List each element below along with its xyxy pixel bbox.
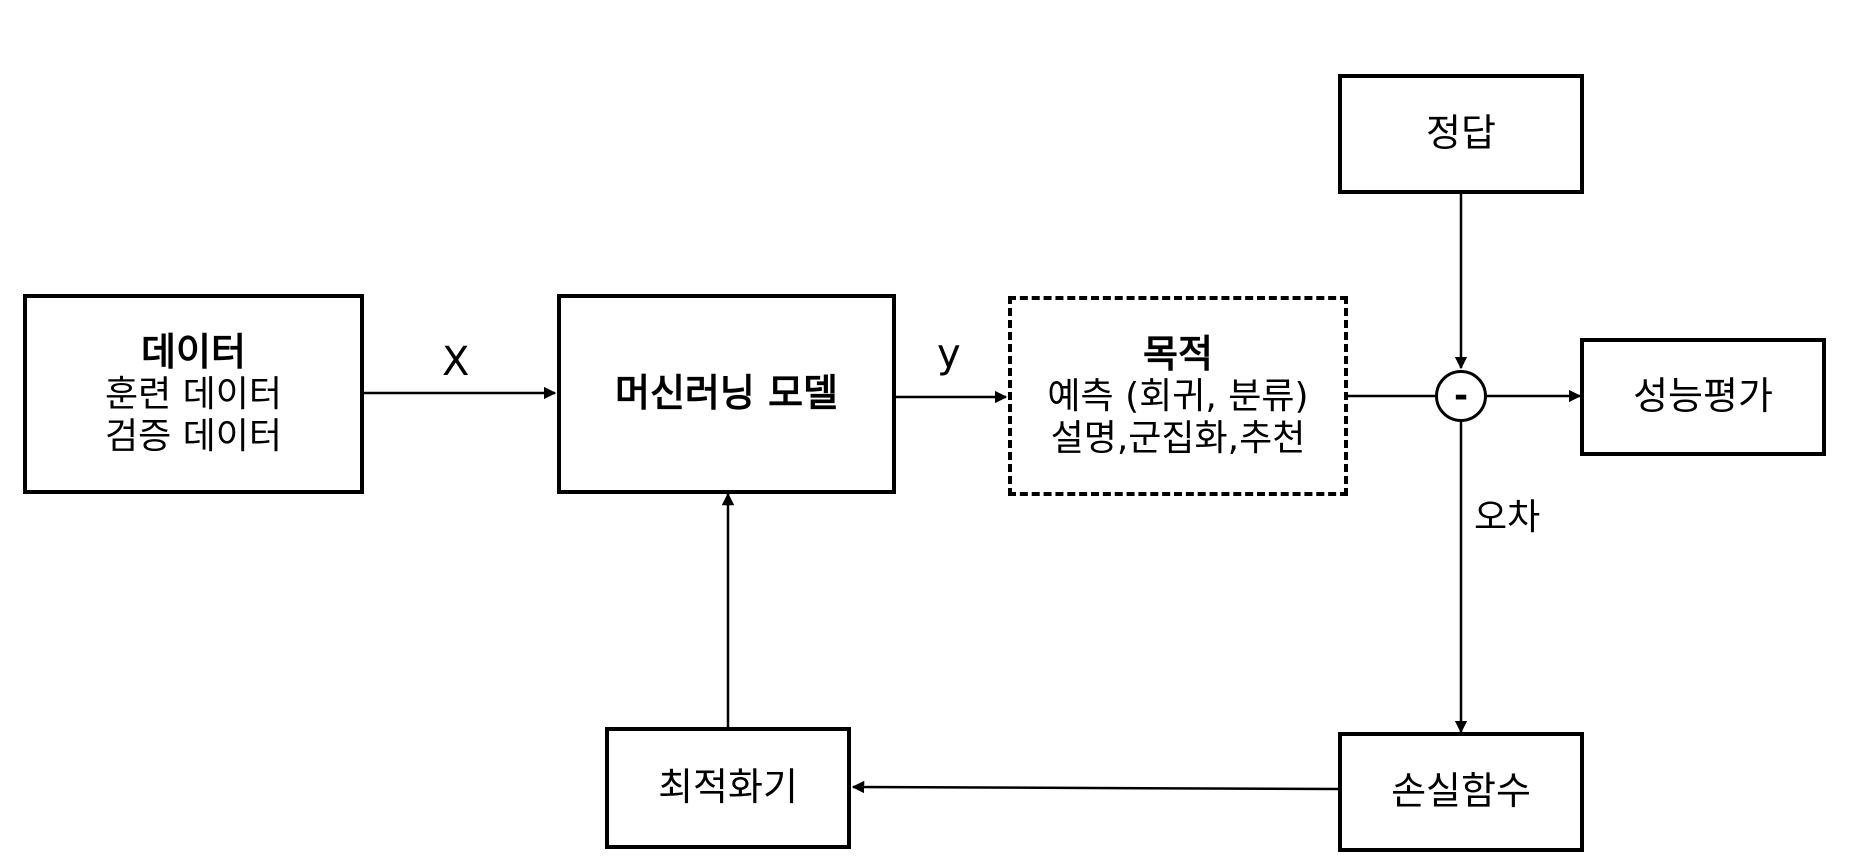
input-label-x: X — [442, 339, 470, 385]
data-title: 데이터 — [141, 329, 246, 374]
optimizer-title: 최적화기 — [658, 765, 798, 810]
data-line-training: 훈련 데이터 — [104, 374, 283, 416]
arrow-loss-to-optimizer — [851, 780, 1339, 794]
answer-title: 정답 — [1426, 111, 1496, 156]
model-box: 머신러닝 모델 — [557, 294, 896, 494]
answer-box: 정답 — [1338, 74, 1584, 194]
purpose-box: 목적 예측 (회귀, 분류) 설명,군집화,추천 — [1008, 296, 1348, 496]
purpose-title: 목적 — [1143, 331, 1213, 376]
evaluation-box: 성능평가 — [1580, 338, 1826, 456]
loss-title: 손실함수 — [1391, 769, 1531, 814]
optimizer-box: 최적화기 — [605, 727, 851, 849]
model-title: 머신러닝 모델 — [615, 371, 838, 416]
purpose-line-explanation: 설명,군집화,추천 — [1050, 417, 1306, 459]
output-label-y: y — [937, 331, 961, 377]
subtract-node: - — [1435, 370, 1487, 422]
data-line-validation: 검증 데이터 — [104, 415, 283, 457]
purpose-line-prediction: 예측 (회귀, 분류) — [1047, 376, 1309, 418]
loss-box: 손실함수 — [1338, 732, 1584, 852]
data-box: 데이터 훈련 데이터 검증 데이터 — [23, 294, 364, 494]
evaluation-title: 성능평가 — [1633, 374, 1773, 419]
error-label: 오차 — [1474, 497, 1541, 538]
